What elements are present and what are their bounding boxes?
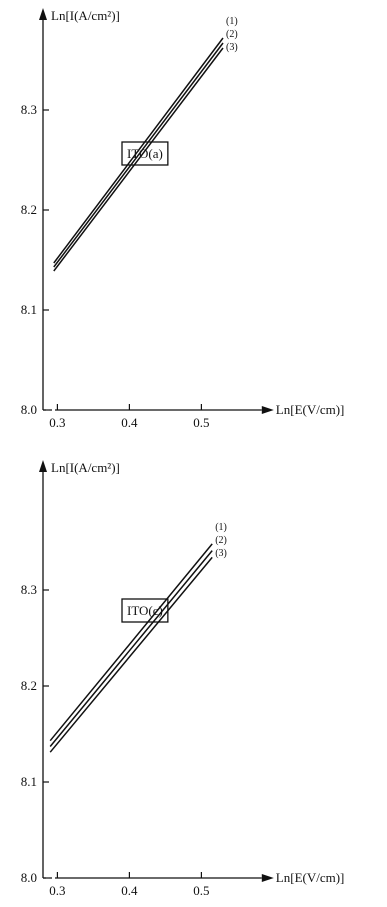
x-tick-label: 0.4: [121, 883, 138, 898]
x-tick-label: 0.5: [193, 883, 209, 898]
series-label-3: (3): [226, 42, 238, 53]
x-axis-arrow: [261, 406, 274, 414]
y-axis-label: Ln[I(A/cm²)]: [51, 460, 120, 475]
chart-panel-1: 8.0 8.1 8.2 8.3 0.3 0.4 0.5 Ln[I(A/cm²)] Ln[E(V/…: [21, 8, 345, 430]
y-tick-label: 8.1: [21, 302, 37, 317]
x-tick-label: 0.5: [193, 415, 209, 430]
y-tick-label: 8.2: [21, 678, 37, 693]
series-label-2: (2): [226, 29, 238, 40]
x-axis-label: Ln[E(V/cm)]: [276, 870, 345, 885]
series-line-1: [53, 37, 224, 264]
y-axis-arrow: [39, 460, 47, 472]
y-axis-arrow: [39, 8, 47, 20]
series-line-3: [49, 556, 213, 753]
y-tick-label: 8.2: [21, 202, 37, 217]
series-label-2: (2): [215, 535, 227, 546]
series-label-3: (3): [215, 548, 227, 559]
x-tick-label: 0.3: [49, 415, 65, 430]
y-tick-label: 8.0: [21, 402, 37, 417]
series-line-2: [49, 550, 213, 747]
x-tick-label: 0.3: [49, 883, 65, 898]
series-label-1: (1): [215, 522, 227, 533]
y-tick-label: 8.0: [21, 870, 37, 885]
series-line-3: [53, 47, 224, 272]
y-tick-label: 8.1: [21, 774, 37, 789]
series-line-2: [53, 42, 224, 268]
series-label-1: (1): [226, 16, 238, 27]
annotation-box: [121, 141, 169, 166]
annotation-box: [121, 598, 169, 623]
y-tick-label: 8.3: [21, 102, 37, 117]
series-line-1: [49, 543, 213, 742]
x-axis-arrow: [261, 874, 274, 882]
x-tick-label: 0.4: [121, 415, 138, 430]
y-tick-label: 8.3: [21, 582, 37, 597]
chart-panel-2: 8.0 8.1 8.2 8.3 0.3 0.4 0.5 Ln[I(A/cm²)] Ln[E(V/…: [21, 460, 345, 898]
annotation-label: ITO(c): [127, 603, 163, 618]
x-axis-label: Ln[E(V/cm)]: [276, 402, 345, 417]
y-axis-label: Ln[I(A/cm²)]: [51, 8, 120, 23]
annotation-label: ITO(a): [127, 146, 163, 161]
